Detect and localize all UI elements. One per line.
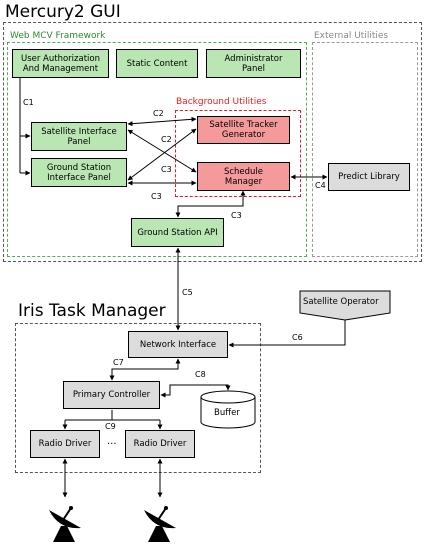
schedule-manager-box: Schedule Manager (197, 162, 290, 191)
satellite-interface-panel-box: Satellite Interface Panel (31, 122, 127, 151)
satellite-dish-icon (144, 506, 176, 542)
connector-label-c8: C8 (195, 370, 206, 379)
c7-connector (109, 358, 181, 381)
user-authorization-box: User Authorization And Management (12, 49, 109, 78)
satellite-operator-shape (299, 290, 391, 321)
connector-label-c5: C5 (182, 288, 193, 297)
connector-label-c9: C9 (105, 422, 116, 431)
connector-label-c7: C7 (113, 358, 124, 367)
connector-label-c3c: C3 (231, 211, 242, 220)
buffer-label: Buffer (214, 408, 240, 418)
connector-label-c6: C6 (292, 333, 303, 342)
network-interface-box: Network Interface (128, 331, 228, 358)
external-utilities-label: External Utilities (314, 31, 389, 41)
satellite-operator-label: Satellite Operator (303, 297, 379, 307)
c3-connectors (127, 129, 246, 218)
connector-label-c1: C1 (23, 98, 34, 107)
c1-connector (19, 78, 31, 176)
ground-station-api-box: Ground Station API (131, 218, 224, 247)
satellite-tracker-generator-box: Satellite Tracker Generator (197, 116, 290, 144)
c6-connector (228, 320, 346, 348)
satellite-dish-icon (49, 506, 81, 542)
administrator-panel-box: Administrator Panel (206, 49, 301, 78)
static-content-box: Static Content (116, 49, 198, 78)
connector-label-c2b: C2 (161, 135, 172, 144)
mercury2-gui-frame (3, 22, 422, 262)
external-utilities-frame (312, 42, 418, 257)
connector-label-c3a: C3 (161, 165, 172, 174)
connector-label-c4: C4 (315, 181, 326, 190)
ground-station-interface-panel-box: Ground Station Interface Panel (31, 158, 127, 187)
radio-driver-box-1: Radio Driver (30, 430, 100, 458)
c9-connector (62, 410, 163, 430)
predict-library-box: Predict Library (328, 163, 410, 191)
radio-driver-box-2: Radio Driver (125, 430, 195, 458)
radio-driver-ellipsis: ... (107, 436, 117, 447)
primary-controller-box: Primary Controller (63, 381, 160, 409)
web-mvc-framework-label: Web MCV Framework (10, 31, 106, 41)
connector-label-c2a: C2 (153, 109, 164, 118)
connector-label-c3b: C3 (151, 192, 162, 201)
background-utilities-label: Background Utilities (176, 97, 267, 107)
mercury2-gui-title: Mercury2 GUI (5, 2, 121, 22)
web-mvc-framework-frame (7, 42, 307, 257)
c8-connector (160, 384, 231, 398)
iris-task-manager-frame (15, 323, 261, 473)
iris-task-manager-title: Iris Task Manager (18, 301, 166, 321)
